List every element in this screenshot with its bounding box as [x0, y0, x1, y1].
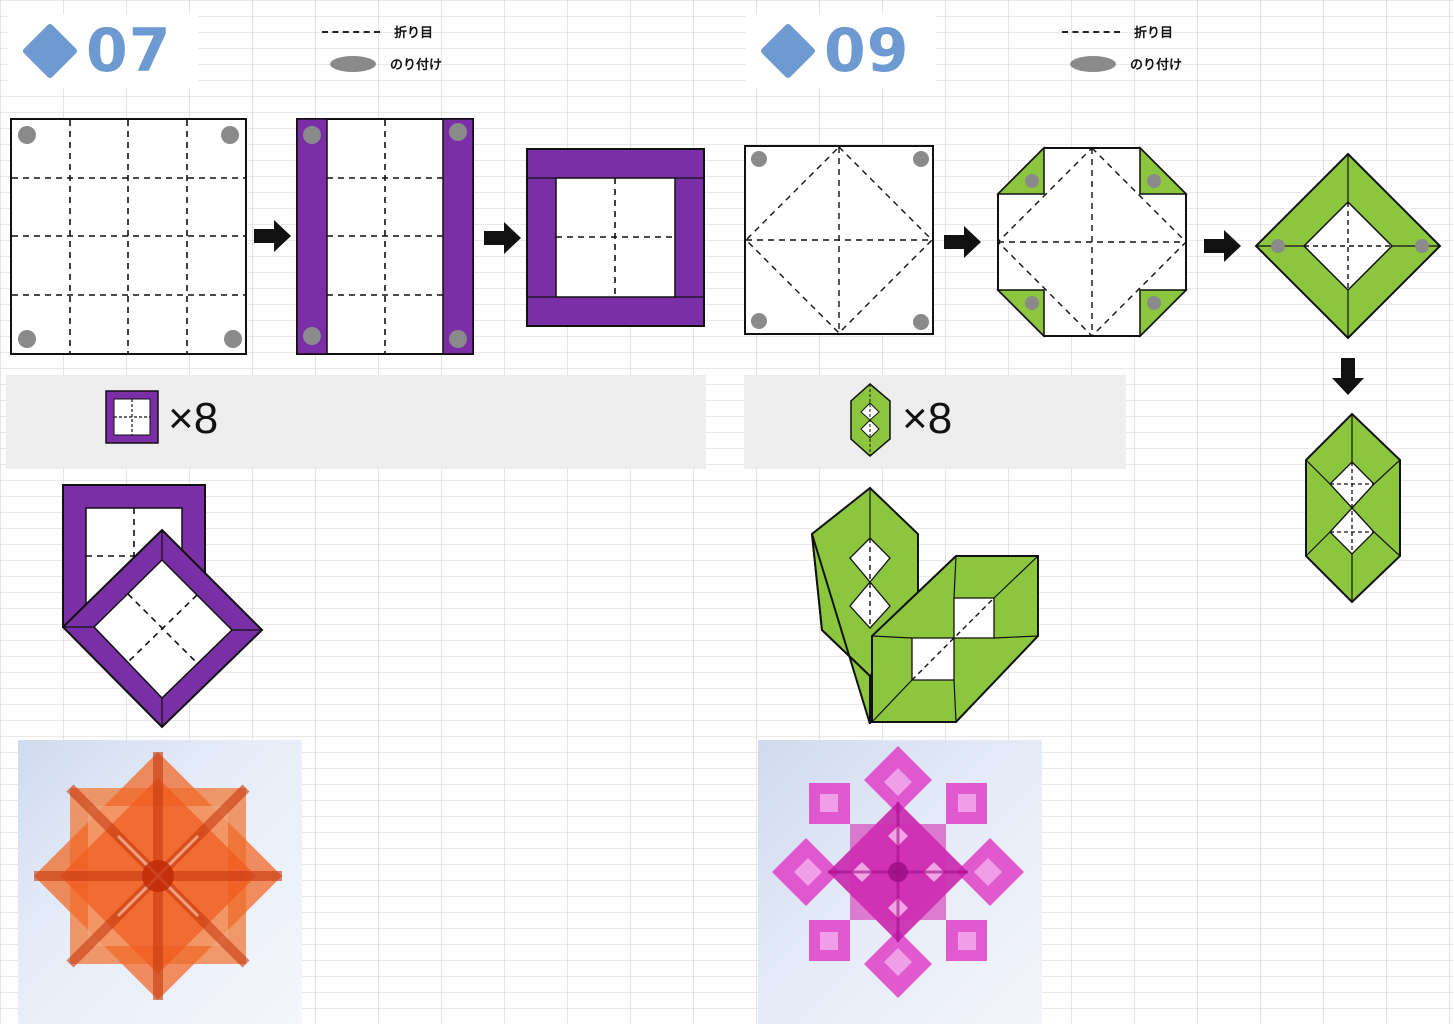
panel-07-assembly-diagram: [60, 482, 270, 732]
right-arrow-icon: [254, 220, 292, 252]
panel-09-hexagon-thumbnail: [850, 383, 892, 457]
down-arrow-icon: [1332, 358, 1364, 396]
glue-label: のり付け: [390, 54, 442, 73]
panel-09-multiplier: ×8: [902, 394, 952, 444]
glue-key: [330, 56, 376, 72]
panel-07-finished-photo: [18, 740, 302, 1024]
right-arrow-icon: [944, 226, 982, 258]
panel-07-legend: 折り目 のり付け: [322, 20, 462, 76]
panel-09-step-2-corners-folded: [996, 146, 1190, 340]
panel-07-title: 07: [8, 14, 198, 88]
glue-key: [1070, 56, 1116, 72]
panel-07-multiplier: ×8: [168, 394, 218, 444]
panel-07-step-3-frame: [526, 148, 706, 328]
panel-09-step-3-diamond: [1254, 152, 1444, 342]
glue-label: のり付け: [1130, 54, 1182, 73]
panel-07-number: 07: [86, 21, 172, 81]
magenta-flower-ornament: [758, 740, 1042, 1024]
panel-09-step-1-square: [744, 145, 936, 337]
panel-07-step-2-sides-folded: [296, 118, 476, 356]
right-arrow-icon: [484, 222, 522, 254]
right-arrow-icon: [1204, 230, 1242, 262]
panel-09-number: 09: [824, 21, 910, 81]
diamond-icon: [760, 23, 817, 80]
panel-07-frame-thumbnail: [105, 390, 159, 444]
panel-09-step-4-folded-hexagon: [1304, 412, 1404, 606]
panel-09-title: 09: [746, 14, 936, 88]
fold-line-key: [322, 31, 380, 33]
panel-07-step-1-square: [10, 118, 248, 356]
fold-line-key: [1062, 31, 1120, 33]
panel-09-legend: 折り目 のり付け: [1062, 20, 1202, 76]
fold-line-label: 折り目: [394, 22, 433, 41]
fold-line-label: 折り目: [1134, 22, 1173, 41]
orange-star-ornament: [18, 740, 302, 1024]
panel-09-assembly-diagram: [808, 486, 1044, 728]
diamond-icon: [22, 23, 79, 80]
panel-09-finished-photo: [758, 740, 1042, 1024]
